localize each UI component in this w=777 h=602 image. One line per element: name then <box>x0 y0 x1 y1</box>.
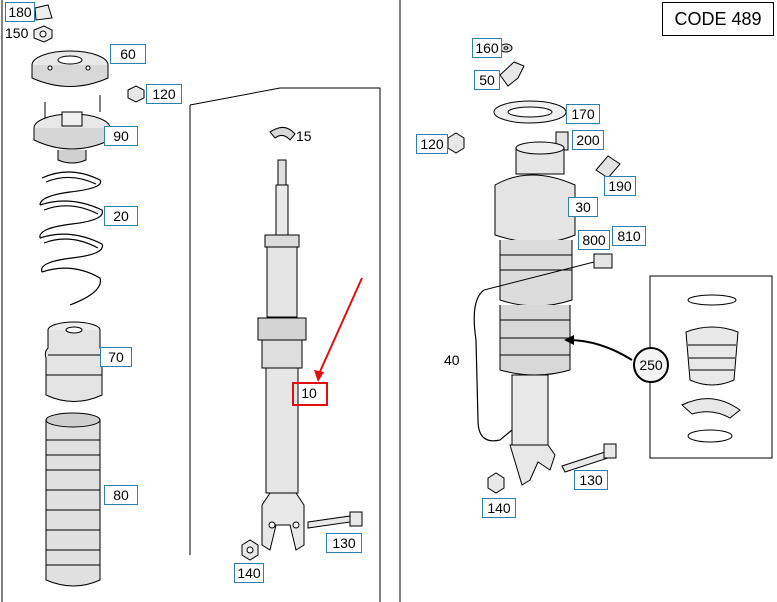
callout-140-right[interactable]: 140 <box>482 498 516 518</box>
callout-190[interactable]: 190 <box>604 176 636 196</box>
callout-810[interactable]: 810 <box>612 226 646 246</box>
callout-800[interactable]: 800 <box>578 230 610 250</box>
red-arrow <box>317 277 363 377</box>
callout-90[interactable]: 90 <box>104 126 138 146</box>
callout-120-left[interactable]: 120 <box>146 84 182 104</box>
callout-30[interactable]: 30 <box>568 197 598 217</box>
sensor-190 <box>595 155 621 179</box>
nut-140-right <box>487 472 505 494</box>
callout-140-left[interactable]: 140 <box>234 563 264 583</box>
callout-200[interactable]: 200 <box>572 130 604 150</box>
callout-40[interactable]: 40 <box>444 352 460 368</box>
gasket-170 <box>493 100 567 124</box>
mount-90 <box>33 95 111 164</box>
callout-20[interactable]: 20 <box>104 206 138 226</box>
callout-80[interactable]: 80 <box>104 485 138 505</box>
bracket-50 <box>499 61 525 87</box>
callout-130-right[interactable]: 130 <box>574 470 608 490</box>
spring-20 <box>39 171 103 306</box>
nut-120-right <box>447 132 465 154</box>
clip-15 <box>269 127 296 141</box>
code-label: CODE 489 <box>662 2 774 36</box>
callout-10[interactable]: 10 <box>301 385 317 401</box>
callout-180[interactable]: 180 <box>5 2 35 22</box>
sensor-wire-40 <box>473 289 513 442</box>
nut-140-left <box>241 539 259 561</box>
shock-absorber-10 <box>257 159 307 551</box>
highlight-box <box>292 382 328 406</box>
nut-150 <box>33 25 53 43</box>
connector-800 <box>593 253 613 269</box>
callout-130-left[interactable]: 130 <box>326 533 362 553</box>
bolt-130-right <box>561 443 617 473</box>
boot-80 <box>45 412 101 587</box>
group-bracket <box>189 87 381 602</box>
callout-150[interactable]: 150 <box>5 25 29 41</box>
callout-170[interactable]: 170 <box>566 104 600 124</box>
callout-15[interactable]: 15 <box>296 128 312 144</box>
callout-50[interactable]: 50 <box>474 70 500 90</box>
callout-120-right[interactable]: 120 <box>416 134 448 154</box>
kit-parts <box>681 294 741 443</box>
callout-160[interactable]: 160 <box>472 38 502 58</box>
bolt-130-left <box>307 511 363 529</box>
callout-250[interactable]: 250 <box>633 347 669 383</box>
callout-70[interactable]: 70 <box>100 347 132 367</box>
bump-stop-70 <box>44 321 104 402</box>
bolt-120-left <box>127 85 145 103</box>
air-strut-30 <box>494 141 576 486</box>
mount-60 <box>31 50 109 87</box>
kit-arrow <box>567 339 633 361</box>
cap-180 <box>34 4 53 21</box>
callout-60[interactable]: 60 <box>110 44 146 64</box>
